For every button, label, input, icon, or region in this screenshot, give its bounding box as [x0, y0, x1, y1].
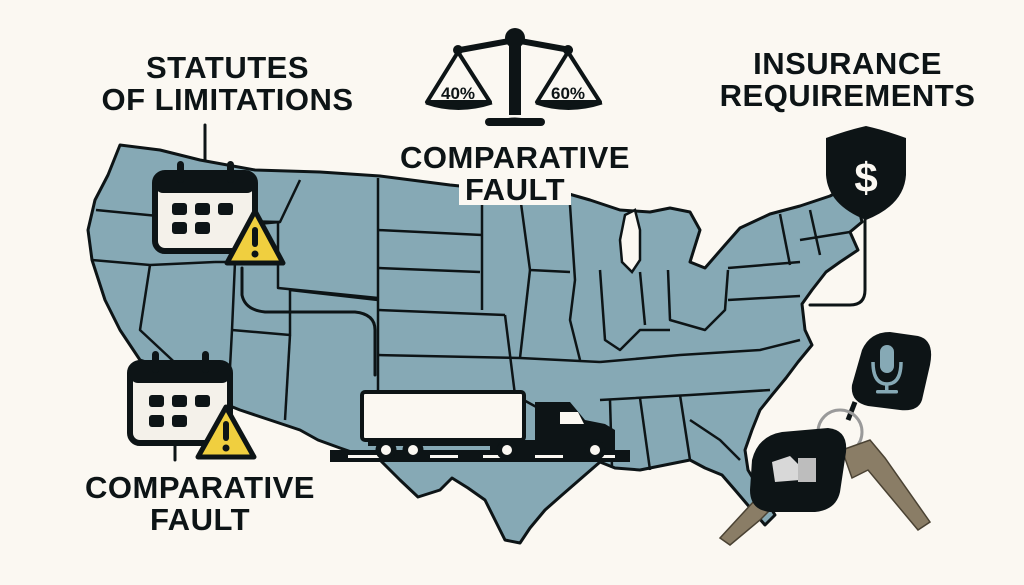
comparative-fault-top-line2: Fault: [458, 173, 572, 206]
balance-scale-icon: 40% 60%: [425, 28, 603, 126]
statutes-label-line1: Statutes: [145, 50, 309, 85]
comparative-fault-bottom-line1: Comparative: [85, 470, 315, 505]
shield-dollar-icon: $: [826, 126, 906, 220]
calendar-warning-icon-southwest: [127, 351, 257, 460]
scale-right-percent: 60%: [551, 84, 585, 103]
comparative-fault-top-line1: Comparative: [394, 142, 636, 174]
statutes-label-line2: of Limitations: [101, 81, 354, 117]
comparative-fault-bottom-line2: Fault: [149, 501, 251, 537]
semi-truck-icon: [330, 390, 630, 462]
statutes-of-limitations-label: Statutes of Limitations: [95, 52, 360, 115]
insurance-label-line1: Insurance: [753, 46, 942, 81]
calendar-warning-icon-northwest: [152, 161, 286, 266]
lake-michigan: [618, 208, 642, 274]
comparative-fault-label-top: Comparative Fault: [370, 142, 660, 206]
microphone-tag-icon: [845, 332, 932, 421]
insurance-requirements-label: Insurance Requirements: [705, 48, 990, 111]
insurance-label-line2: Requirements: [719, 77, 976, 113]
comparative-fault-label-bottom: Comparative Fault: [60, 472, 340, 535]
scale-left-percent: 40%: [441, 84, 475, 103]
svg-text:$: $: [854, 154, 877, 201]
car-key-fob-icon: [718, 408, 932, 546]
